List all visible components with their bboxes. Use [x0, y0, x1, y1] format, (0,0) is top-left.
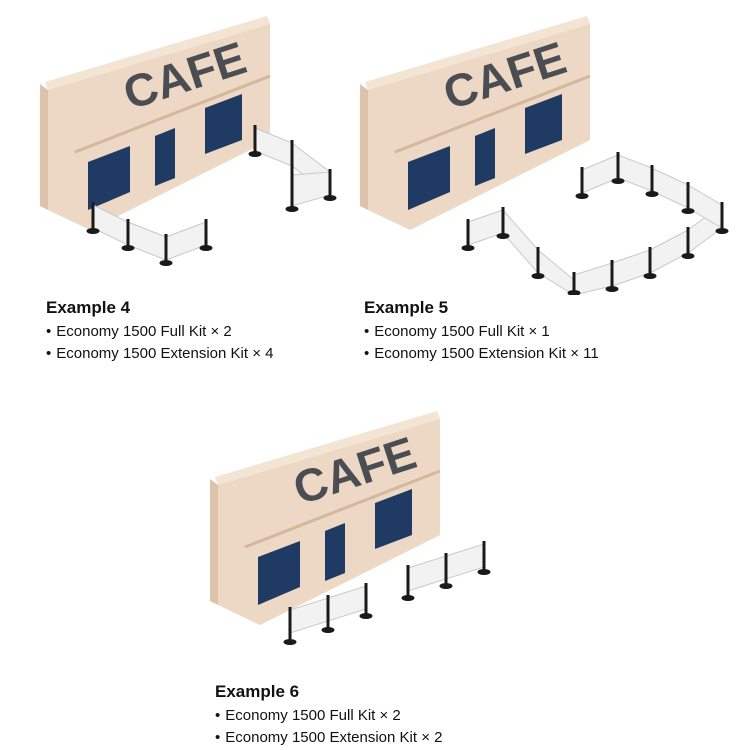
kit-item: Economy 1500 Full Kit × 2	[46, 321, 273, 343]
barrier-panel	[291, 171, 331, 207]
door	[475, 128, 495, 186]
window-left	[258, 541, 300, 605]
example-title: Example 5	[364, 298, 449, 317]
building-side	[40, 84, 48, 210]
window-right	[375, 489, 412, 549]
window-left	[88, 146, 130, 210]
kit-list: Economy 1500 Full Kit × 2 Economy 1500 E…	[215, 705, 442, 749]
door	[155, 128, 175, 186]
stanchion-posts	[86, 125, 337, 266]
building-top	[215, 411, 440, 485]
kit-item: Economy 1500 Extension Kit × 4	[46, 343, 273, 365]
building-top	[365, 16, 590, 90]
cafe-barrier-illustration-4: CAFE	[40, 16, 337, 266]
window-right	[205, 94, 242, 154]
building-side	[360, 84, 368, 210]
window-left	[408, 146, 450, 210]
kit-list: Economy 1500 Full Kit × 1 Economy 1500 E…	[364, 321, 599, 365]
building-top	[45, 16, 270, 90]
example-title: Example 6	[215, 682, 300, 701]
cafe-barrier-illustration-6: CAFE	[210, 411, 491, 645]
stanchion-posts	[461, 152, 729, 295]
window-right	[525, 94, 562, 154]
example-5-caption: Example 5 Economy 1500 Full Kit × 1 Econ…	[364, 298, 599, 365]
example-4-caption: Example 4 Economy 1500 Full Kit × 2 Econ…	[46, 298, 273, 365]
kit-item: Economy 1500 Extension Kit × 2	[215, 727, 442, 749]
door	[325, 523, 345, 581]
stanchion-posts	[283, 541, 491, 645]
example-title: Example 4	[46, 298, 131, 317]
kit-list: Economy 1500 Full Kit × 2 Economy 1500 E…	[46, 321, 273, 365]
kit-item: Economy 1500 Full Kit × 2	[215, 705, 442, 727]
barrier-panel	[254, 127, 293, 167]
example-6-caption: Example 6 Economy 1500 Full Kit × 2 Econ…	[215, 682, 442, 749]
kit-item: Economy 1500 Full Kit × 1	[364, 321, 599, 343]
barrier-panel	[165, 221, 207, 261]
barrier-panel	[127, 221, 167, 261]
cafe-barrier-illustration-5: CAFE	[360, 16, 729, 295]
building-side	[210, 479, 218, 605]
kit-item: Economy 1500 Extension Kit × 11	[364, 343, 598, 365]
